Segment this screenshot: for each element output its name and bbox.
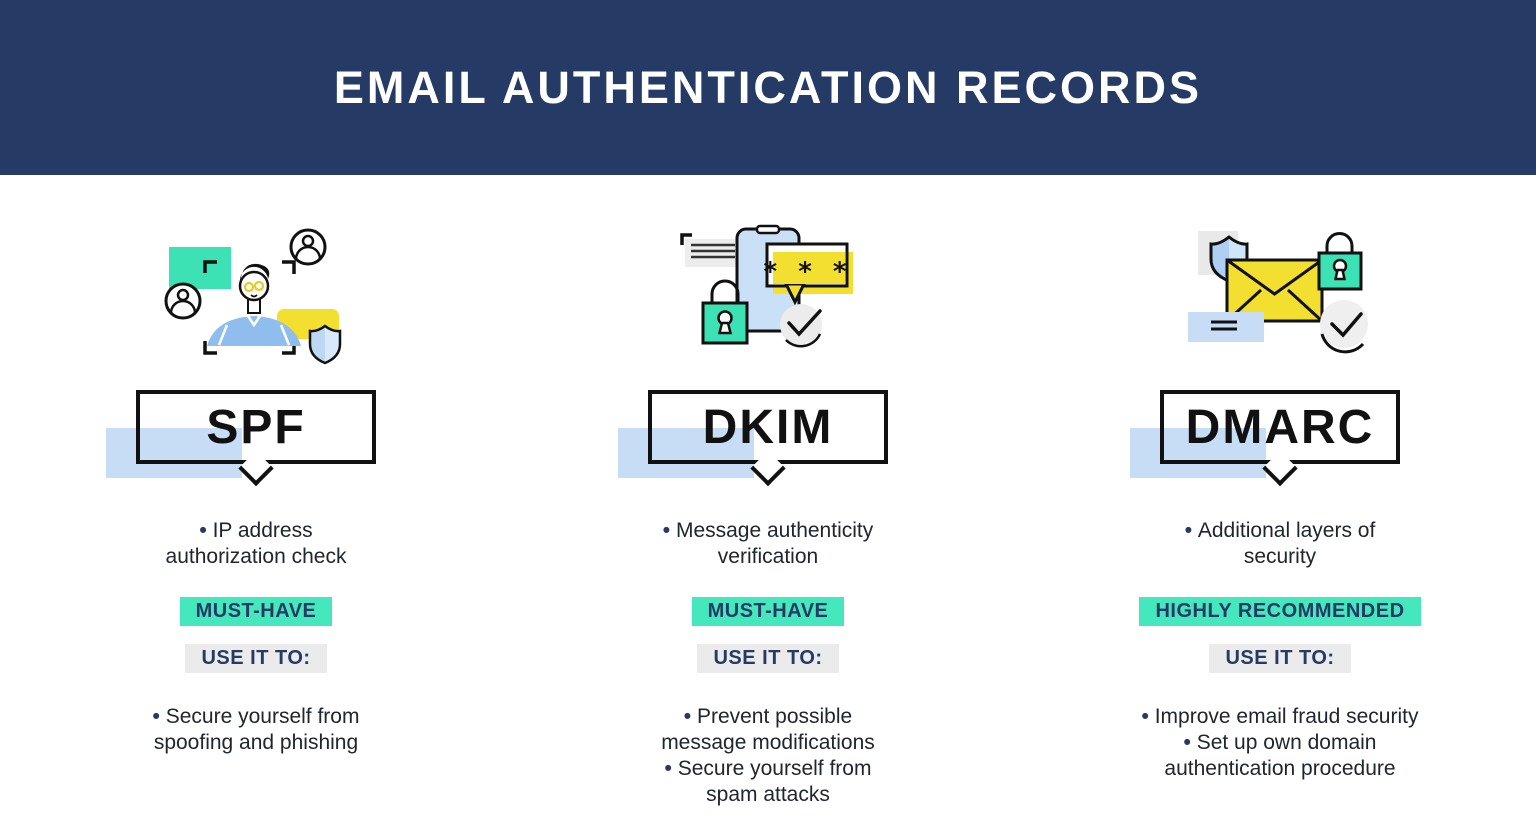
- highlight-rect: [1130, 428, 1266, 478]
- use-it-to-label: USE IT TO:: [1209, 644, 1351, 673]
- dkim-uses-list: Prevent possible message modifications S…: [653, 704, 883, 808]
- dkim-title-bubble: DKIM: [618, 390, 888, 487]
- importance-badge: MUST-HAVE: [179, 597, 333, 626]
- bullet-point: Prevent possible message modifications: [653, 704, 883, 756]
- password-bubble-icon: * * *: [764, 242, 853, 306]
- person-illustration: [207, 263, 301, 346]
- scan-frame-icon: [203, 260, 296, 355]
- user-avatar-icon: [164, 282, 202, 320]
- page-title: EMAIL AUTHENTICATION RECORDS: [333, 61, 1203, 113]
- dmarc-benefits-list: Additional layers of security: [1165, 518, 1395, 570]
- bullet-point: Improve email fraud security: [1130, 704, 1430, 730]
- spf-title-bubble: SPF: [106, 390, 376, 487]
- importance-badge: HIGHLY RECOMMENDED: [1139, 597, 1421, 626]
- spf-illustration: [161, 219, 351, 369]
- padlock-icon: [701, 279, 749, 345]
- columns-container: SPF IP address authorization check MUST-…: [0, 175, 1536, 808]
- column-spf: SPF IP address authorization check MUST-…: [0, 175, 512, 808]
- dmarc-title-bubble: DMARC: [1130, 390, 1400, 487]
- bullet-point: Set up own domain authentication procedu…: [1130, 730, 1430, 782]
- column-dmarc: DMARC Additional layers of security HIGH…: [1024, 175, 1536, 808]
- teal-rect: [169, 247, 231, 289]
- header-banner: EMAIL AUTHENTICATION RECORDS: [0, 0, 1536, 175]
- highlight-rect: [618, 428, 754, 478]
- envelope-icon: [1225, 258, 1324, 323]
- bullet-point: IP address authorization check: [154, 518, 359, 570]
- secured-envelope-check-icon: [1188, 231, 1368, 354]
- shield-icon: [308, 324, 342, 365]
- password-mask-text: * * *: [764, 257, 853, 287]
- column-dkim: * * * DKIM Message authe: [512, 175, 1024, 808]
- record-title: SPF: [206, 400, 306, 454]
- checkmark-icon: [1320, 300, 1368, 354]
- highlight-rect: [106, 428, 242, 478]
- bullet-point: Additional layers of security: [1165, 518, 1395, 570]
- spf-uses-list: Secure yourself from spoofing and phishi…: [141, 704, 371, 756]
- document-lines-icon: [680, 233, 741, 267]
- checkmark-icon: [780, 304, 822, 348]
- record-title: DMARC: [1185, 400, 1375, 454]
- record-title: DKIM: [702, 400, 834, 454]
- phone-password-padlock-icon: * * *: [680, 224, 853, 348]
- dkim-illustration: * * *: [673, 219, 863, 369]
- dkim-benefits-list: Message authenticity verification: [648, 518, 888, 570]
- identity-scan-shield-icon: [164, 228, 342, 365]
- use-it-to-label: USE IT TO:: [697, 644, 839, 673]
- padlock-icon: [1317, 232, 1363, 291]
- spf-benefits-list: IP address authorization check: [154, 518, 359, 570]
- user-avatar-icon: [289, 228, 327, 266]
- bullet-point: Secure yourself from spam attacks: [653, 756, 883, 808]
- importance-badge: MUST-HAVE: [691, 597, 845, 626]
- bullet-point: Secure yourself from spoofing and phishi…: [141, 704, 371, 756]
- bullet-point: Message authenticity verification: [648, 518, 888, 570]
- use-it-to-label: USE IT TO:: [185, 644, 327, 673]
- dmarc-uses-list: Improve email fraud security Set up own …: [1130, 704, 1430, 782]
- dmarc-illustration: [1185, 219, 1375, 369]
- note-lines-icon: [1188, 312, 1264, 342]
